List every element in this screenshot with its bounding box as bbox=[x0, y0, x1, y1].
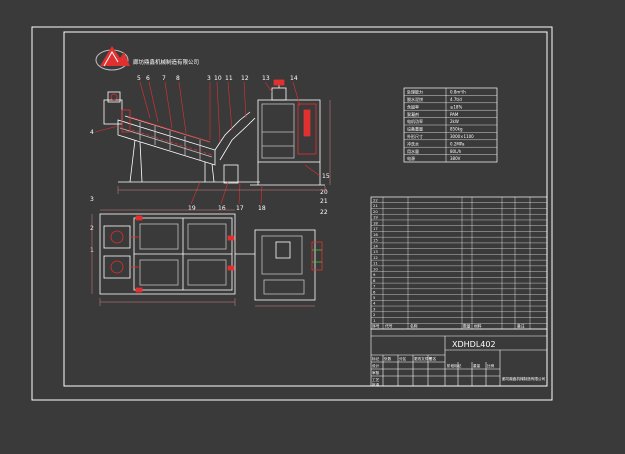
dimensions-side-view bbox=[117, 100, 331, 194]
spec-label: 脱水泥饼 bbox=[407, 96, 423, 102]
spec-table: 处理能力 0.8m³/h 脱水泥饼 4.7t/d 含固率 ≥18% 絮凝剂 PAM 电机功率 2k… bbox=[403, 87, 498, 163]
bom-row-number: 15 bbox=[373, 238, 378, 243]
bom-header-cell: 数量 bbox=[463, 324, 471, 329]
footer-label: 比例 bbox=[487, 363, 495, 368]
bom-row-number: 22 bbox=[373, 197, 378, 202]
callout-label: 15 bbox=[322, 173, 330, 180]
footer-label: 标记 bbox=[372, 356, 380, 361]
footer-label: 处数 bbox=[384, 356, 392, 361]
callout-label: 17 bbox=[236, 205, 244, 212]
footer-label: 分区 bbox=[399, 356, 407, 361]
spec-label: 用水量 bbox=[407, 148, 419, 154]
callout-label: 16 bbox=[218, 205, 226, 212]
bom-row-number: 4 bbox=[373, 301, 376, 306]
callout-label: 7 bbox=[162, 75, 166, 82]
spec-label: 絮凝剂 bbox=[407, 111, 419, 117]
bom-row-number: 16 bbox=[373, 232, 378, 237]
bom-row-number: 1 bbox=[373, 318, 376, 323]
callouts-top: 5 6 7 8 3 10 11 12 13 14 4 19 16 17 18 1… bbox=[90, 75, 330, 254]
bom-row-number: 12 bbox=[373, 255, 378, 260]
company-logo bbox=[95, 46, 130, 71]
callout-label: 14 bbox=[290, 75, 298, 82]
callout-label: 5 bbox=[137, 75, 141, 82]
machine-side-view bbox=[103, 79, 325, 186]
callout-label: 10 bbox=[214, 75, 222, 82]
callout-label: 21 bbox=[320, 198, 328, 205]
spec-label: 含固率 bbox=[407, 103, 419, 109]
callout-label: 11 bbox=[225, 75, 233, 82]
bom-row-number: 17 bbox=[373, 226, 378, 231]
bom-row-number: 9 bbox=[373, 272, 376, 277]
bom-row-number: 6 bbox=[373, 289, 376, 294]
footer-label: 审核 bbox=[372, 370, 380, 375]
footer-label: 更改文件号 bbox=[414, 356, 432, 361]
company-name: 廊坊鼎鑫机械制造有限公司 bbox=[133, 58, 199, 66]
bom-header-cell: 代号 bbox=[385, 324, 393, 329]
spec-value: 3000×1100 bbox=[450, 134, 474, 139]
callout-label: 4 bbox=[90, 129, 94, 136]
spec-value: 4.7t/d bbox=[450, 97, 462, 102]
bom-header-cell: 材料 bbox=[474, 324, 482, 329]
spec-value: PAM bbox=[450, 112, 459, 117]
spec-label: 冲洗水 bbox=[407, 140, 419, 146]
spec-value: 0.2MPa bbox=[450, 141, 465, 146]
drawing-model-number: XDHDL402 bbox=[452, 340, 496, 349]
bom-row-number: 11 bbox=[373, 261, 378, 266]
spec-label: 外形尺寸 bbox=[407, 133, 423, 139]
callout-label: 3 bbox=[207, 75, 211, 82]
spec-label: 电机功率 bbox=[407, 118, 423, 124]
spec-label: 设备重量 bbox=[407, 126, 423, 132]
footer-label: 工艺 bbox=[372, 377, 380, 382]
spec-value: 0.8m³/h bbox=[450, 90, 466, 95]
bom-row-number: 10 bbox=[373, 266, 378, 271]
callout-label: 18 bbox=[258, 205, 266, 212]
spec-value: 2kW bbox=[450, 119, 459, 124]
bom-row-number: 20 bbox=[373, 209, 378, 214]
bom-row-number: 19 bbox=[373, 215, 378, 220]
dimensions-plan-view bbox=[91, 209, 315, 307]
title-block-labels: 标记 处数 分区 更改文件号 签名 设计 审核 工艺 批准 阶段标记 重量 比例 bbox=[372, 356, 495, 387]
callout-label: 6 bbox=[146, 75, 150, 82]
bom-table: 22212019181716151413121110987654321序号代号名… bbox=[370, 196, 548, 330]
bom-row-number: 18 bbox=[373, 220, 378, 225]
spec-value: ≥18% bbox=[450, 104, 462, 109]
machine-plan-view bbox=[99, 213, 323, 301]
leader-lines bbox=[94, 81, 321, 205]
spec-value: 380V bbox=[450, 156, 461, 161]
title-block bbox=[370, 328, 548, 387]
callout-label: 19 bbox=[188, 205, 196, 212]
spec-value: 850kg bbox=[450, 127, 463, 132]
callout-label: 8 bbox=[176, 75, 180, 82]
bom-header-cell: 序号 bbox=[372, 324, 380, 329]
spec-label: 电源 bbox=[407, 155, 415, 161]
footer-label: 签名 bbox=[429, 356, 437, 361]
title-block-company: 廊坊鼎鑫机械制造有限公司 bbox=[502, 376, 546, 381]
bom-row-number: 14 bbox=[373, 243, 378, 248]
footer-label: 批准 bbox=[372, 382, 380, 387]
spec-value: 80L/h bbox=[450, 149, 462, 154]
bom-row-number: 21 bbox=[373, 203, 378, 208]
bom-row-number: 2 bbox=[373, 312, 376, 317]
sheet-outer-frame bbox=[31, 26, 553, 401]
footer-label: 阶段标记 bbox=[447, 363, 462, 368]
callout-label: 12 bbox=[241, 75, 249, 82]
callout-label: 3 bbox=[90, 196, 94, 203]
bom-header-cell: 名称 bbox=[410, 324, 418, 329]
bom-header-cell: 备注 bbox=[517, 324, 525, 329]
callout-label: 20 bbox=[320, 189, 328, 196]
callout-label: 22 bbox=[320, 209, 328, 216]
bom-row-number: 8 bbox=[373, 278, 376, 283]
callout-label: 13 bbox=[262, 75, 270, 82]
bom-row-number: 3 bbox=[373, 306, 376, 311]
bom-row-number: 13 bbox=[373, 249, 378, 254]
bom-row-number: 5 bbox=[373, 295, 376, 300]
sheet-inner-frame bbox=[63, 31, 548, 387]
footer-label: 设计 bbox=[372, 363, 380, 368]
spec-label: 处理能力 bbox=[407, 89, 423, 95]
bom-row-number: 7 bbox=[373, 284, 376, 289]
footer-label: 重量 bbox=[473, 363, 481, 368]
